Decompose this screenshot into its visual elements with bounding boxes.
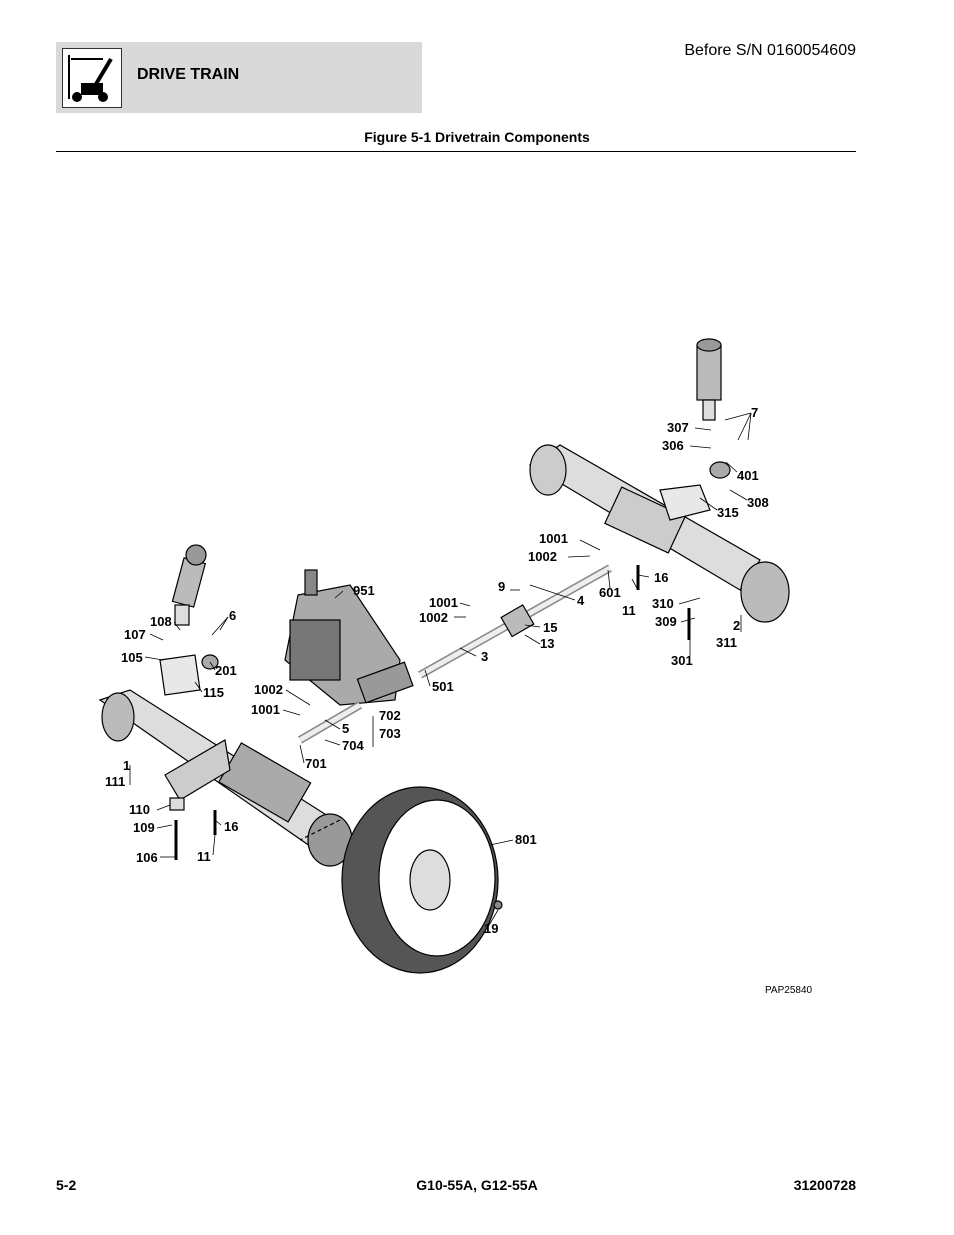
callout-308: 308 (747, 495, 769, 510)
callout-107: 107 (124, 627, 146, 642)
callout-501: 501 (432, 679, 454, 694)
front-drive-shaft (297, 701, 363, 744)
callout-1001-mid: 1001 (429, 595, 458, 610)
callout-105: 105 (121, 650, 143, 665)
callout-1001-front: 1001 (251, 702, 280, 717)
callout-951: 951 (353, 583, 375, 598)
callout-702: 702 (379, 708, 401, 723)
callout-111: 111 (105, 774, 125, 789)
callout-201: 201 (215, 663, 237, 678)
rear-drive-shaft (418, 564, 612, 679)
callout-4: 4 (577, 593, 585, 608)
callout-306: 306 (662, 438, 684, 453)
callout-110: 110 (129, 802, 150, 817)
drivetrain-diagram: 7 307 306 401 308 315 1001 1002 16 9 601… (56, 320, 856, 1000)
rear-steer-cylinder (696, 338, 731, 479)
page-number: 5-2 (56, 1177, 77, 1193)
leader-lines (129, 412, 752, 928)
serial-note: Before S/N 0160054609 (684, 42, 856, 59)
callout-310: 310 (652, 596, 674, 611)
callout-106: 106 (136, 850, 158, 865)
callout-1001-rear: 1001 (539, 531, 568, 546)
callout-704: 704 (342, 738, 364, 753)
callout-115: 115 (203, 685, 224, 700)
fasteners (169, 565, 691, 910)
callout-13: 13 (540, 636, 554, 651)
callout-2: 2 (733, 618, 740, 633)
drawing-code: PAP25840 (765, 985, 813, 996)
callout-401: 401 (737, 468, 759, 483)
section-title: DRIVE TRAIN (137, 66, 240, 83)
model-name: G10-55A, G12-55A (416, 1177, 538, 1193)
transmission (284, 569, 414, 706)
callout-5: 5 (342, 721, 349, 736)
callout-6: 6 (229, 608, 236, 623)
rear-axle (528, 444, 790, 623)
callout-601: 601 (599, 585, 621, 600)
callout-7: 7 (751, 405, 758, 420)
callout-3: 3 (481, 649, 488, 664)
callout-1002-rear: 1002 (528, 549, 557, 564)
wheel-tire (299, 786, 499, 974)
callout-15: 15 (543, 620, 557, 635)
callout-701: 701 (305, 756, 327, 771)
callout-301: 301 (671, 653, 693, 668)
callout-1002-mid: 1002 (419, 610, 448, 625)
callout-9: 9 (498, 579, 505, 594)
machine-icon (62, 48, 122, 108)
callout-307: 307 (667, 420, 689, 435)
callout-311: 311 (716, 635, 737, 650)
front-steer-cylinder (159, 544, 219, 696)
callout-11-rear: 11 (622, 603, 636, 618)
drivetrain-drawing: 7 307 306 401 308 315 1001 1002 16 9 601… (98, 338, 813, 996)
callout-1: 1 (123, 758, 130, 773)
callout-703: 703 (379, 726, 401, 741)
header-rule (56, 151, 856, 152)
callout-16-front: 16 (224, 819, 238, 834)
callout-309: 309 (655, 614, 677, 629)
callout-108: 108 (150, 614, 172, 629)
document-number: 31200728 (793, 1177, 856, 1193)
callout-315: 315 (717, 505, 739, 520)
callout-109: 109 (133, 820, 155, 835)
callout-19: 19 (484, 921, 498, 936)
callout-11-front: 11 (197, 849, 211, 864)
callout-801: 801 (515, 832, 537, 847)
callout-1002-front: 1002 (254, 682, 283, 697)
front-axle (98, 689, 353, 867)
figure-title: Figure 5-1 Drivetrain Components (364, 129, 590, 145)
callout-16-rear: 16 (654, 570, 668, 585)
